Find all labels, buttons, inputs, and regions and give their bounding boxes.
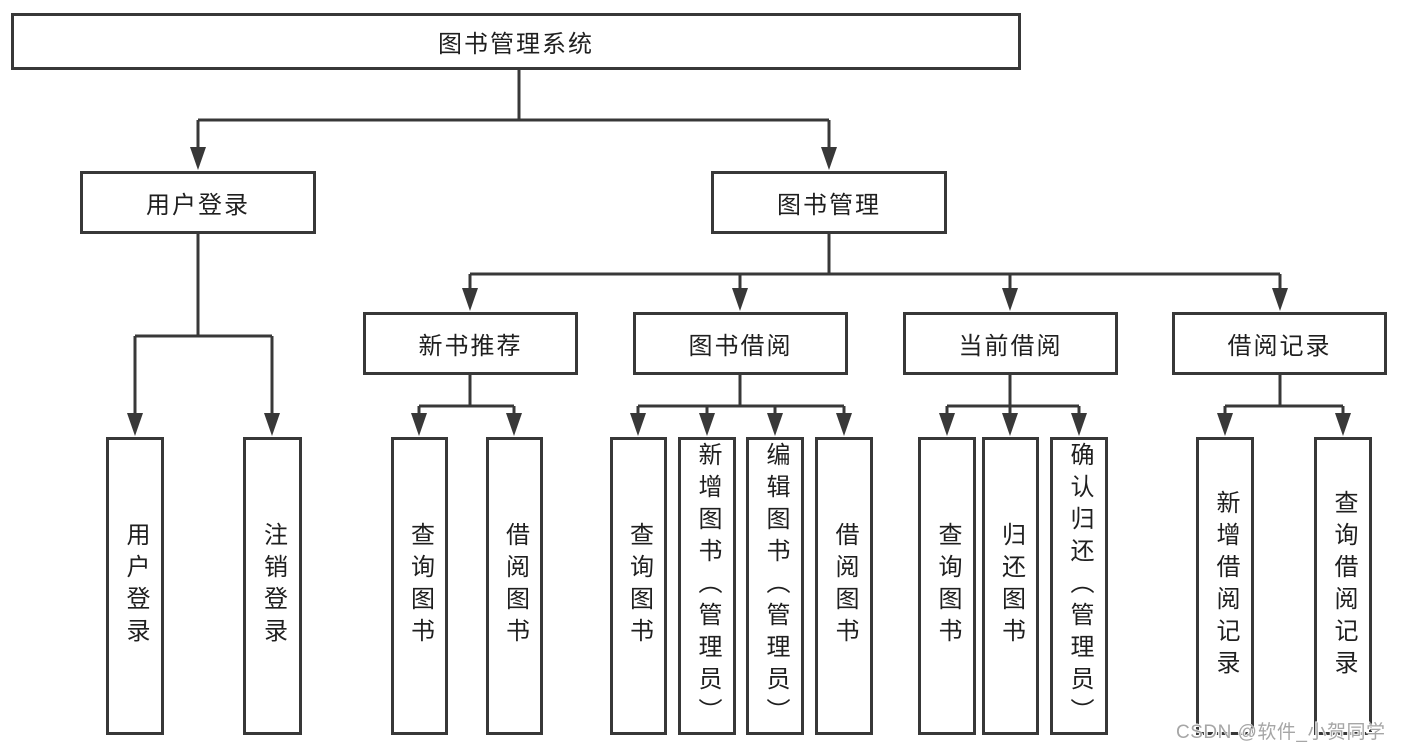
node-root-label: 图书管理系统 <box>438 31 594 58</box>
connector-new-book-recommend-to-leaves <box>411 375 522 436</box>
arrowhead-icon <box>127 413 143 436</box>
leaf-edit-book-admin: 编辑图书（管理员） <box>746 437 804 735</box>
leaf-current-query-book-label: 查询图书 <box>934 522 961 650</box>
arrowhead-icon <box>506 413 522 436</box>
node-book-borrow: 图书借阅 <box>633 312 848 375</box>
leaf-add-book-admin-label: 新增图书（管理员） <box>694 442 721 730</box>
arrowhead-icon <box>1002 413 1018 436</box>
arrowhead-icon <box>1071 413 1087 436</box>
leaf-confirm-return-admin-label: 确认归还（管理员） <box>1066 442 1093 730</box>
leaf-borrow-book-label: 借阅图书 <box>831 522 858 650</box>
arrowhead-icon <box>821 147 837 170</box>
leaf-borrow-query-book: 查询图书 <box>610 437 667 735</box>
leaf-recommend-borrow-book-label: 借阅图书 <box>501 522 529 650</box>
node-root: 图书管理系统 <box>11 13 1021 70</box>
leaf-recommend-borrow-book: 借阅图书 <box>486 437 543 735</box>
leaf-return-book: 归还图书 <box>982 437 1039 735</box>
leaf-edit-book-admin-label: 编辑图书（管理员） <box>762 442 789 730</box>
node-book-management-label: 图书管理 <box>777 192 881 219</box>
node-user-login-label: 用户登录 <box>146 192 250 219</box>
node-new-book-recommend: 新书推荐 <box>363 312 578 375</box>
connector-current-borrow-to-leaves <box>939 375 1087 436</box>
arrowhead-icon <box>699 413 715 436</box>
connector-book-borrow-to-leaves <box>630 375 852 436</box>
arrowhead-icon <box>939 413 955 436</box>
leaf-recommend-query-book-label: 查询图书 <box>406 522 434 650</box>
connector-user-login-to-leaves <box>127 234 280 436</box>
arrowhead-icon <box>630 413 646 436</box>
leaf-borrow-book: 借阅图书 <box>815 437 873 735</box>
arrowhead-icon <box>1217 413 1233 436</box>
arrowhead-icon <box>1002 288 1018 311</box>
leaf-logout-label: 注销登录 <box>259 522 287 650</box>
node-book-management: 图书管理 <box>711 171 947 234</box>
node-user-login: 用户登录 <box>80 171 316 234</box>
node-current-borrow-label: 当前借阅 <box>958 333 1063 360</box>
arrowhead-icon <box>462 288 478 311</box>
node-book-borrow-label: 图书借阅 <box>688 333 793 360</box>
leaf-add-borrow-record-label: 新增借阅记录 <box>1212 490 1239 682</box>
node-borrow-record-label: 借阅记录 <box>1227 333 1332 360</box>
arrowhead-icon <box>836 413 852 436</box>
leaf-query-borrow-record-label: 查询借阅记录 <box>1330 490 1357 682</box>
node-new-book-recommend-label: 新书推荐 <box>418 333 523 360</box>
arrowhead-icon <box>1272 288 1288 311</box>
leaf-user-login-label: 用户登录 <box>122 522 149 650</box>
arrowhead-icon <box>411 413 427 436</box>
node-current-borrow: 当前借阅 <box>903 312 1118 375</box>
arrowhead-icon <box>264 413 280 436</box>
arrowhead-icon <box>190 147 206 170</box>
connector-root-to-level2 <box>190 70 837 170</box>
connector-borrow-record-to-leaves <box>1217 375 1351 436</box>
leaf-user-login: 用户登录 <box>106 437 164 735</box>
arrowhead-icon <box>732 288 748 311</box>
node-borrow-record: 借阅记录 <box>1172 312 1387 375</box>
leaf-confirm-return-admin: 确认归还（管理员） <box>1050 437 1108 735</box>
leaf-add-book-admin: 新增图书（管理员） <box>678 437 736 735</box>
leaf-logout: 注销登录 <box>243 437 302 735</box>
leaf-return-book-label: 归还图书 <box>997 522 1025 650</box>
leaf-current-query-book: 查询图书 <box>918 437 976 735</box>
leaf-query-borrow-record: 查询借阅记录 <box>1314 437 1372 735</box>
leaf-add-borrow-record: 新增借阅记录 <box>1196 437 1254 735</box>
arrowhead-icon <box>767 413 783 436</box>
watermark: CSDN @软件_小贺同学 <box>1176 722 1386 743</box>
leaf-recommend-query-book: 查询图书 <box>391 437 448 735</box>
leaf-borrow-query-book-label: 查询图书 <box>625 522 653 650</box>
connector-book-mgmt-to-level3 <box>462 234 1288 311</box>
arrowhead-icon <box>1335 413 1351 436</box>
